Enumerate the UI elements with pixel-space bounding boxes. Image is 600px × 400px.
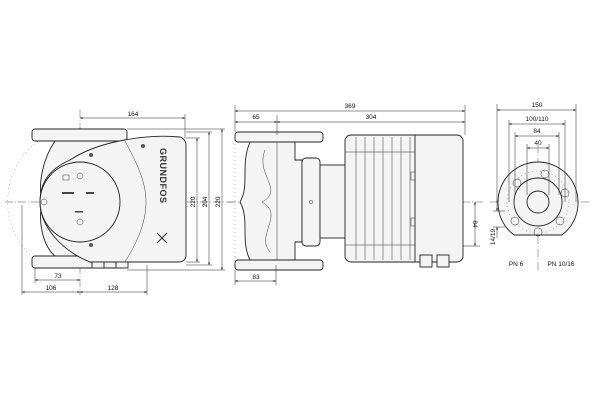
pump-housing bbox=[239, 141, 303, 261]
screw-icon bbox=[89, 153, 93, 157]
dim-73: 73 bbox=[54, 273, 62, 280]
cooling-fins bbox=[345, 137, 415, 260]
cable-gland bbox=[436, 254, 450, 268]
flange-view: 150 100/110 84 40 14/19 PN 6 PN 10/16 bbox=[490, 102, 590, 270]
dim-84-flange: 84 bbox=[533, 128, 541, 135]
flange-bore bbox=[526, 190, 550, 214]
mode-indicator bbox=[75, 211, 83, 213]
dim-304: 304 bbox=[366, 114, 377, 121]
control-panel-circle bbox=[39, 161, 121, 243]
motor-housing bbox=[344, 134, 464, 263]
dim-164: 164 bbox=[128, 111, 139, 118]
label-pn6: PN 6 bbox=[509, 261, 524, 268]
dim-84: 84 bbox=[471, 220, 478, 228]
dim-220-inner: 220 bbox=[190, 196, 197, 207]
dim-100-110: 100/110 bbox=[525, 116, 548, 123]
front-view: GRUNDFOS 164 220 204 220 73 106 128 bbox=[5, 110, 235, 295]
top-flange bbox=[31, 128, 128, 142]
indicator-lights bbox=[62, 192, 74, 194]
bolt-hole bbox=[533, 227, 543, 237]
motor-neck bbox=[319, 164, 347, 239]
button-bottom[interactable] bbox=[76, 218, 84, 226]
label-pn10-16: PN 10/16 bbox=[547, 261, 574, 268]
grundfos-logo: GRUNDFOS bbox=[158, 148, 168, 204]
screw-icon bbox=[40, 198, 48, 206]
coupling bbox=[301, 157, 321, 247]
side-view: 369 65 304 84 83 bbox=[228, 103, 485, 285]
bolt-circle bbox=[506, 170, 570, 234]
setpoint-indicator bbox=[86, 192, 94, 194]
bolt-hole bbox=[555, 216, 565, 226]
display-icon[interactable] bbox=[62, 174, 70, 181]
dim-40: 40 bbox=[534, 140, 542, 147]
dim-83: 83 bbox=[252, 274, 260, 281]
dim-369: 369 bbox=[345, 103, 356, 110]
screw-icon bbox=[89, 243, 93, 247]
dim-14-19: 14/19 bbox=[490, 228, 497, 245]
panel-seam bbox=[124, 140, 147, 263]
screw-icon bbox=[141, 144, 145, 148]
bottom-flange bbox=[234, 259, 324, 271]
dim-220-outer: 220 bbox=[215, 196, 222, 207]
grundfos-x-logo-icon bbox=[156, 232, 168, 244]
raised-face bbox=[513, 177, 563, 227]
cable-gland bbox=[115, 261, 129, 269]
bolt-hole bbox=[512, 178, 522, 188]
dim-204: 204 bbox=[202, 196, 209, 207]
dim-65: 65 bbox=[252, 114, 260, 121]
top-flange bbox=[234, 131, 324, 143]
button-top[interactable] bbox=[76, 172, 84, 180]
cable-gland bbox=[419, 254, 433, 268]
dim-106: 106 bbox=[46, 285, 57, 292]
bolt-hole bbox=[510, 216, 520, 226]
dim-150: 150 bbox=[532, 102, 543, 109]
dim-128: 128 bbox=[108, 285, 119, 292]
hidden-outline bbox=[7, 134, 49, 269]
flange-outline bbox=[497, 161, 579, 236]
cable-gland bbox=[91, 261, 105, 269]
